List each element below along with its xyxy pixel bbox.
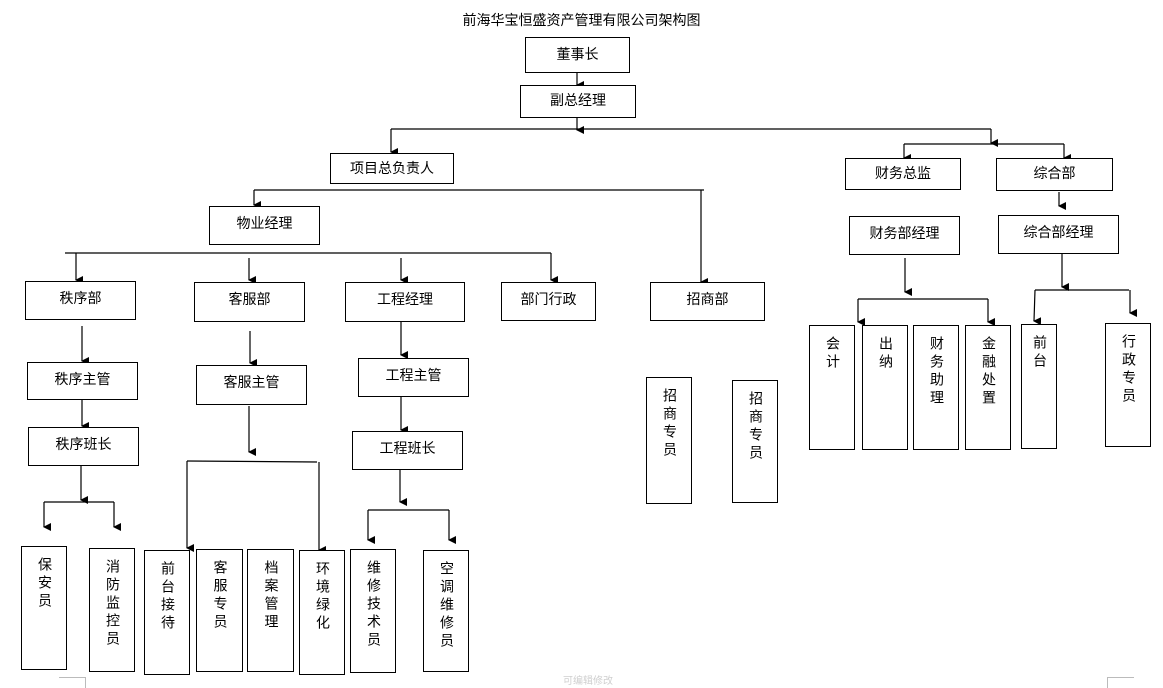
node-cs-dept: 客服部	[194, 282, 305, 322]
node-leasing-dept: 招商部	[650, 282, 765, 321]
node-cs-supervisor: 客服主管	[196, 365, 307, 405]
node-dept-admin: 部门行政	[501, 282, 596, 321]
node-cashier: 出纳	[862, 325, 908, 450]
node-vice-gm: 副总经理	[520, 85, 636, 118]
node-chairman: 董事长	[525, 37, 630, 73]
node-reception: 前台接待	[144, 550, 190, 675]
node-eng-supervisor: 工程主管	[358, 358, 469, 397]
node-guard: 保安员	[21, 546, 67, 670]
footer-note: 可编辑修改	[563, 676, 613, 687]
node-property-manager: 物业经理	[209, 206, 320, 245]
node-ac-maint: 空调维修员	[423, 550, 469, 672]
node-security-supervisor: 秩序主管	[27, 362, 138, 400]
node-eng-leader: 工程班长	[352, 431, 463, 470]
node-leasing-specialist-1: 招商专员	[646, 377, 692, 504]
node-leasing-specialist-2: 招商专员	[732, 380, 778, 503]
node-archive: 档案管理	[247, 549, 294, 672]
node-fire-monitor: 消防监控员	[89, 548, 135, 672]
node-front-desk: 前台	[1021, 324, 1057, 449]
node-security-dept: 秩序部	[25, 281, 136, 320]
node-eng-manager: 工程经理	[345, 282, 465, 322]
node-greening: 环境绿化	[299, 550, 345, 675]
node-finance-assistant: 财务助理	[913, 325, 959, 450]
node-cs-specialist: 客服专员	[196, 549, 243, 672]
node-project-head: 项目总负责人	[330, 153, 454, 184]
chart-title: 前海华宝恒盛资产管理有限公司架构图	[462, 13, 701, 29]
node-accountant: 会计	[809, 325, 855, 450]
node-maint-tech: 维修技术员	[350, 549, 396, 673]
node-financial-disposal: 金融处置	[965, 325, 1011, 450]
node-admin-specialist: 行政专员	[1105, 323, 1151, 447]
node-finance-director: 财务总监	[845, 158, 961, 190]
node-finance-manager: 财务部经理	[849, 216, 960, 255]
node-general-dept: 综合部	[996, 158, 1113, 191]
node-general-manager: 综合部经理	[998, 215, 1119, 254]
node-security-leader: 秩序班长	[28, 427, 139, 466]
